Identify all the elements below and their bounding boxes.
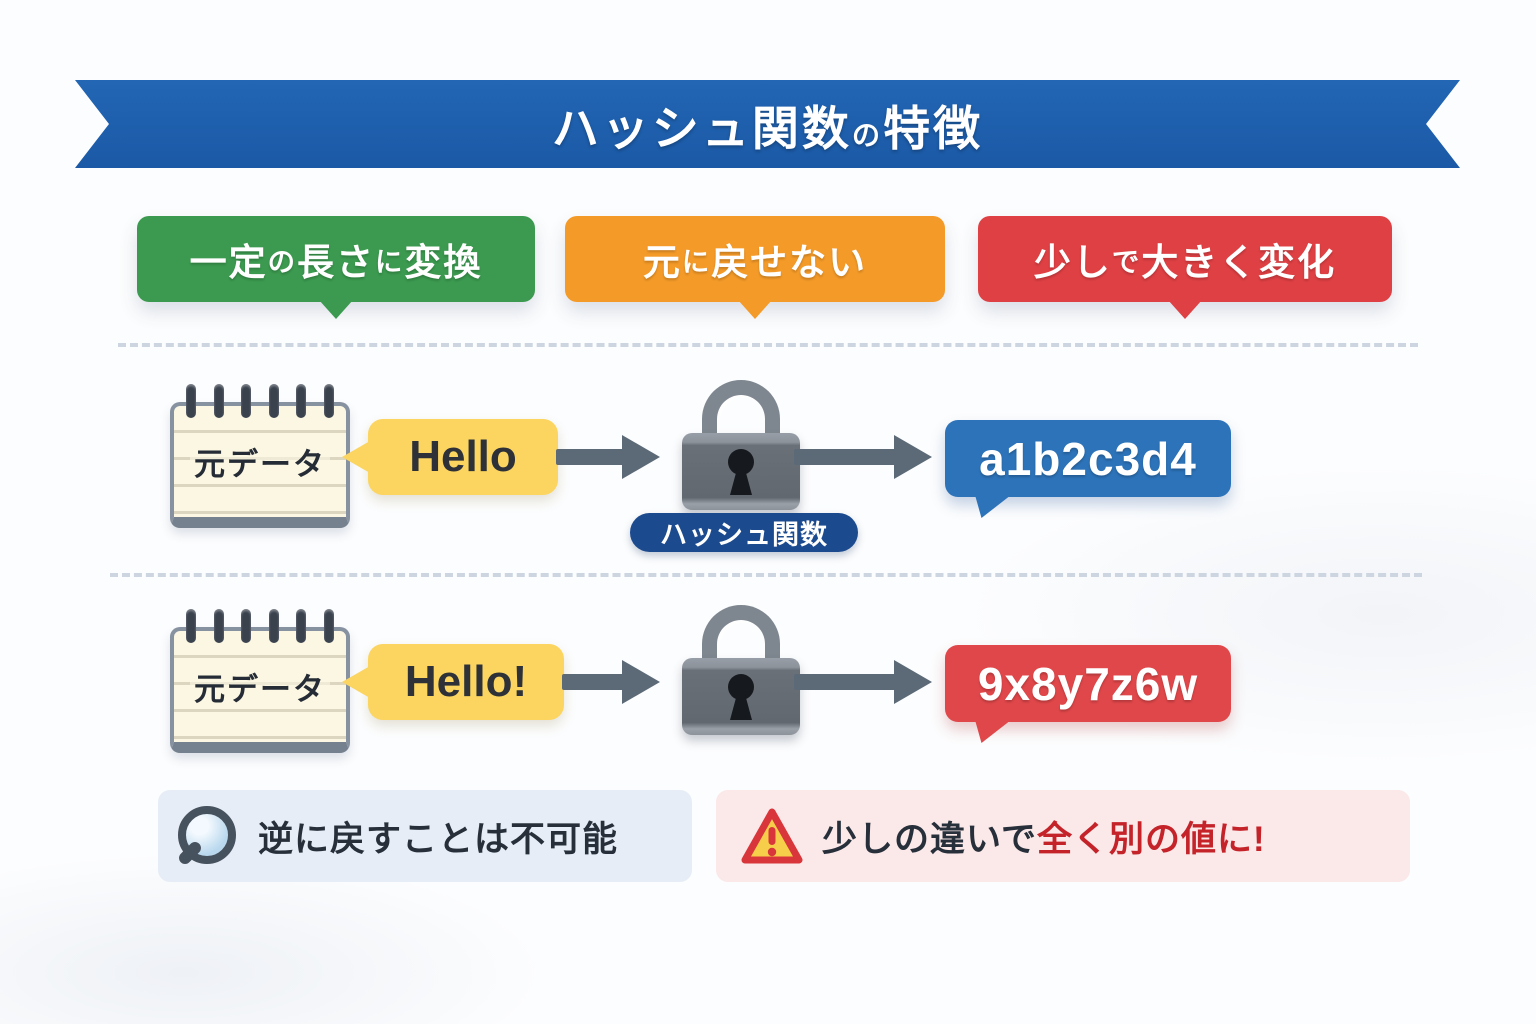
hash-function-label: ハッシュ関数 bbox=[630, 513, 858, 552]
dashed-divider-top bbox=[118, 343, 1418, 347]
page-title: ハッシュ関数の特徴 bbox=[551, 101, 984, 155]
feature-avalanche: 少しで大きく変化 bbox=[978, 216, 1392, 302]
padlock-shackle bbox=[702, 605, 780, 665]
padlock-shackle bbox=[702, 380, 780, 440]
padlock-body bbox=[682, 433, 800, 510]
output-bubble-red: 9x8y7z6w bbox=[945, 645, 1231, 743]
arrow-icon bbox=[794, 435, 932, 479]
hash-output-text: a1b2c3d4 bbox=[979, 432, 1197, 485]
output-bubble-blue: a1b2c3d4 bbox=[945, 420, 1231, 518]
feature-fixed-length: 一定の長さに変換 bbox=[137, 216, 535, 302]
notepad-paper: 元データ bbox=[170, 402, 350, 528]
spiral-rings bbox=[186, 384, 334, 418]
magnifier-icon bbox=[178, 806, 240, 866]
feature-irreversible: 元に戻せない bbox=[565, 216, 945, 302]
note-irreversible-text: 逆に戻すことは不可能 bbox=[258, 819, 619, 859]
note-avalanche: 少しの違いで全く別の値に! bbox=[716, 790, 1410, 882]
padlock-icon bbox=[676, 605, 806, 735]
notepad-icon: 元データ bbox=[170, 609, 350, 753]
keyhole-icon bbox=[726, 449, 756, 495]
original-data-label: 元データ bbox=[190, 439, 330, 484]
keyhole-icon bbox=[726, 674, 756, 720]
arrow-icon bbox=[794, 660, 932, 704]
notepad-icon: 元データ bbox=[170, 384, 350, 528]
padlock-icon bbox=[676, 380, 806, 510]
arrow-icon bbox=[556, 435, 660, 479]
input-text: Hello bbox=[409, 432, 517, 481]
spiral-rings bbox=[186, 609, 334, 643]
dashed-divider-bottom bbox=[110, 573, 1422, 577]
arrow-icon bbox=[562, 660, 660, 704]
notepad-paper: 元データ bbox=[170, 627, 350, 753]
hash-output-text: 9x8y7z6w bbox=[977, 657, 1199, 710]
note-avalanche-text: 少しの違いで全く別の値に! bbox=[822, 819, 1266, 859]
input-bubble: Hello! bbox=[368, 644, 564, 720]
original-data-label: 元データ bbox=[190, 664, 330, 709]
padlock-body bbox=[682, 658, 800, 735]
note-irreversible: 逆に戻すことは不可能 bbox=[158, 790, 692, 882]
bubble-tail bbox=[975, 495, 1011, 518]
input-bubble: Hello bbox=[368, 419, 558, 495]
title-ribbon: ハッシュ関数の特徴 bbox=[75, 80, 1460, 168]
warning-icon bbox=[741, 808, 803, 864]
bubble-tail bbox=[975, 720, 1011, 743]
input-text: Hello! bbox=[404, 657, 528, 706]
